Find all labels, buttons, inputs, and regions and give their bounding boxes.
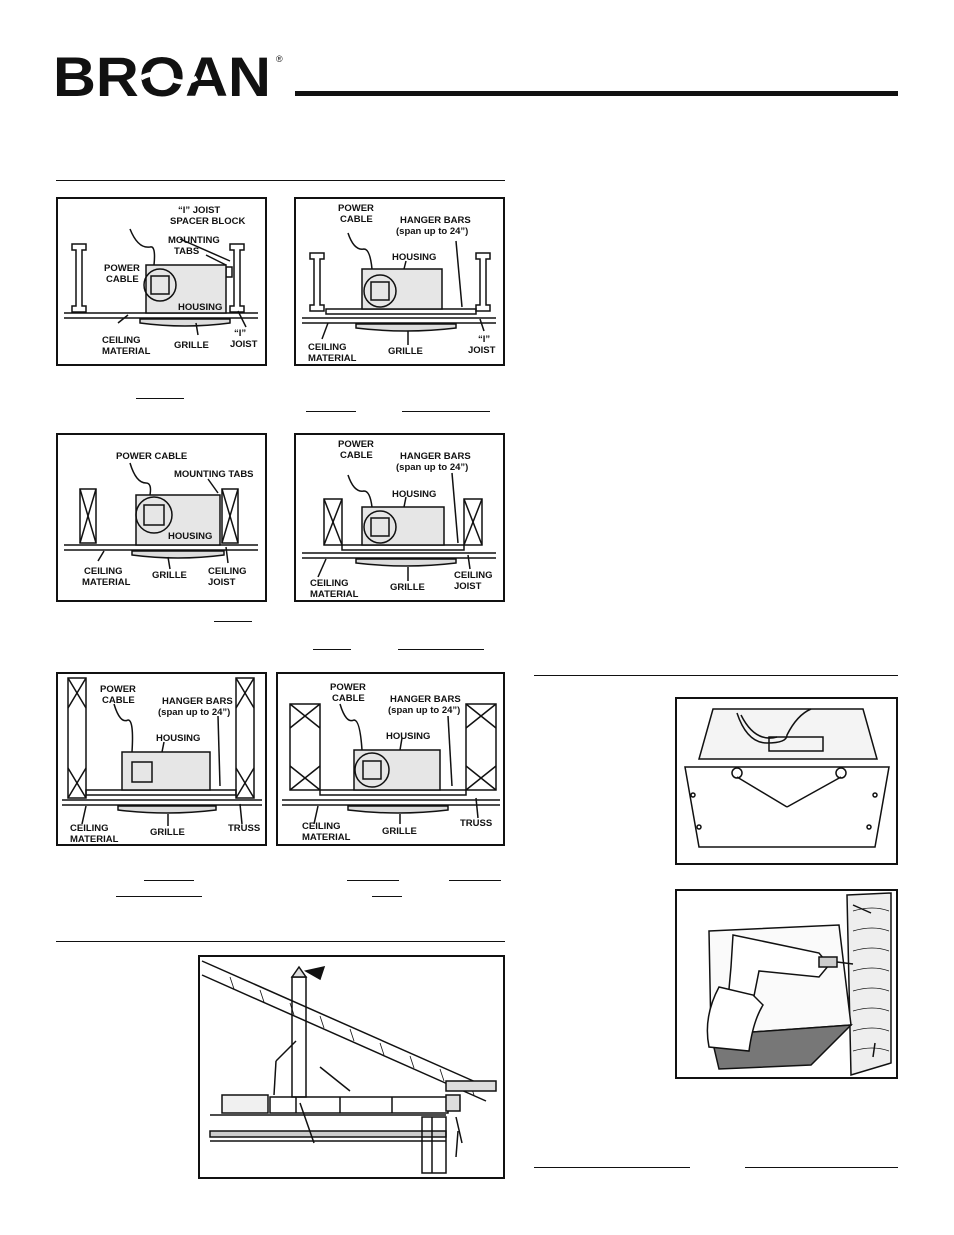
svg-text:“I”JOIST: “I”JOIST (230, 328, 258, 350)
underline (347, 880, 399, 881)
underline (214, 621, 252, 622)
svg-text:HOUSING: HOUSING (178, 302, 222, 313)
svg-text:HANGER BARS(span up to 24”): HANGER BARS(span up to 24”) (158, 696, 233, 718)
figure-drill-mounting (675, 889, 898, 1079)
svg-text:HOUSING: HOUSING (386, 731, 430, 742)
underline (745, 1167, 898, 1168)
svg-text:HOUSING: HOUSING (168, 531, 212, 542)
section-rule-right (534, 675, 898, 676)
section-rule-left-mid (56, 941, 505, 942)
svg-text:GRILLE: GRILLE (150, 827, 185, 838)
registered-mark: ® (276, 54, 283, 64)
underline (402, 411, 490, 412)
svg-text:TRUSS: TRUSS (460, 818, 492, 829)
svg-text:GRILLE: GRILLE (382, 826, 417, 837)
svg-text:HANGER BARS(span up to 24”): HANGER BARS(span up to 24”) (396, 215, 471, 237)
underline (136, 398, 184, 399)
svg-text:TRUSS: TRUSS (228, 823, 260, 834)
underline (144, 880, 194, 881)
underline (398, 649, 484, 650)
figure-roof-duct-installation (198, 955, 505, 1179)
svg-text:GRILLE: GRILLE (152, 570, 187, 581)
svg-text:HANGER BARS(span up to 24”): HANGER BARS(span up to 24”) (388, 694, 461, 716)
svg-text:HOUSING: HOUSING (156, 733, 200, 744)
underline (306, 411, 356, 412)
figure-housing-mounting-tabs (675, 697, 898, 865)
svg-text:HOUSING: HOUSING (392, 489, 436, 500)
svg-text:“I”JOIST: “I”JOIST (468, 334, 496, 356)
svg-text:POWER CABLE: POWER CABLE (116, 451, 187, 462)
broan-logo: BROAN (53, 52, 271, 100)
svg-text:GRILLE: GRILLE (390, 582, 425, 593)
svg-text:HANGER BARS(span up to 24”): HANGER BARS(span up to 24”) (396, 451, 471, 473)
section-rule-left-top (56, 180, 505, 181)
figure-ceiling-joist-mounting-tabs: POWER CABLE MOUNTING TABS HOUSING CEILIN… (56, 433, 267, 602)
underline (449, 880, 501, 881)
svg-text:MOUNTING TABS: MOUNTING TABS (174, 469, 254, 480)
header-rule (295, 91, 898, 96)
underline (116, 896, 202, 897)
underline (372, 896, 402, 897)
underline (313, 649, 351, 650)
underline (534, 1167, 690, 1168)
svg-text:HOUSING: HOUSING (392, 252, 436, 263)
svg-text:GRILLE: GRILLE (388, 346, 423, 357)
svg-text:GRILLE: GRILLE (174, 340, 209, 351)
